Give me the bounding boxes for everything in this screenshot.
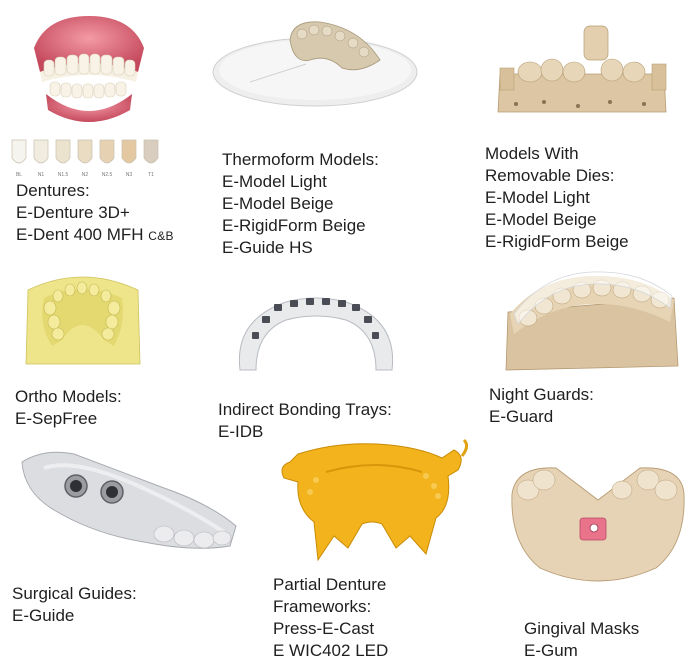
caption-title: Frameworks: [273, 597, 372, 616]
shade-label: N2.5 [101, 172, 113, 178]
caption-line: E-Guard [489, 407, 554, 426]
caption-line: E WIC402 LED [273, 641, 389, 660]
removable-dies-image [497, 25, 667, 113]
dentures-caption: Dentures: E-Denture 3D+ E-Dent 400 MFH C… [16, 180, 174, 247]
shade-labels: BL N1 N1.5 N2 N2.5 N3 T1 [8, 138, 168, 180]
caption-title: Models With [485, 144, 579, 163]
ortho-image [25, 276, 141, 365]
shade-label: N2 [81, 172, 89, 178]
caption-line: E-Model Light [485, 188, 590, 207]
surgical-guides-image [21, 451, 237, 549]
shade-label: N1.5 [57, 172, 69, 178]
caption-title: Indirect Bonding Trays: [218, 400, 392, 419]
surgical-guides-caption: Surgical Guides: E-Guide [12, 583, 137, 627]
caption-title: Thermoform Models: [222, 150, 379, 169]
caption-line: E-SepFree [15, 409, 98, 428]
caption-line: E-Model Beige [485, 210, 597, 229]
shade-label: T1 [148, 172, 154, 178]
thermoform-image [212, 21, 418, 107]
ortho-caption: Ortho Models: E-SepFree [15, 386, 122, 430]
caption-title: Gingival Masks [524, 619, 640, 638]
partial-denture-caption: Partial Denture Frameworks: Press-E-Cast… [273, 574, 388, 662]
bonding-trays-image [238, 297, 394, 371]
bonding-trays-caption: Indirect Bonding Trays: E-IDB [218, 399, 392, 443]
caption-line: E-Guide [12, 606, 75, 625]
shade-label: BL [15, 172, 23, 178]
caption-title: Surgical Guides: [12, 584, 137, 603]
caption-line: E-Guide HS [222, 238, 313, 257]
caption-line: E-IDB [218, 422, 264, 441]
caption-line: E-Model Light [222, 172, 327, 191]
caption-line: E-RigidForm Beige [222, 216, 366, 235]
night-guards-image [505, 271, 679, 371]
caption-title: Ortho Models: [15, 387, 122, 406]
caption-title: Removable Dies: [485, 166, 615, 185]
caption-title: Partial Denture [273, 575, 387, 594]
shade-tabs-image [11, 139, 159, 164]
shade-label: N1 [37, 172, 45, 178]
shade-label: N3 [125, 172, 133, 178]
caption-line: E-RigidForm Beige [485, 232, 629, 251]
gingival-masks-caption: Gingival Masks E-Gum [524, 618, 639, 662]
caption-title: Dentures: [16, 181, 90, 200]
thermoform-caption: Thermoform Models: E-Model Light E-Model… [222, 149, 379, 259]
caption-line: E-Model Beige [222, 194, 334, 213]
dentures-image [34, 16, 144, 122]
caption-line: E-Dent 400 MFH C&B [16, 225, 174, 244]
gingival-masks-image [511, 467, 685, 582]
caption-line: E-Denture 3D+ [16, 203, 130, 222]
caption-title: Night Guards: [489, 385, 594, 404]
removable-dies-caption: Models With Removable Dies: E-Model Ligh… [485, 143, 629, 253]
caption-suffix: C&B [148, 229, 174, 243]
caption-line: Press-E-Cast [273, 619, 375, 638]
caption-line: E-Gum [524, 641, 578, 660]
night-guards-caption: Night Guards: E-Guard [489, 384, 594, 428]
partial-denture-image [281, 438, 469, 562]
